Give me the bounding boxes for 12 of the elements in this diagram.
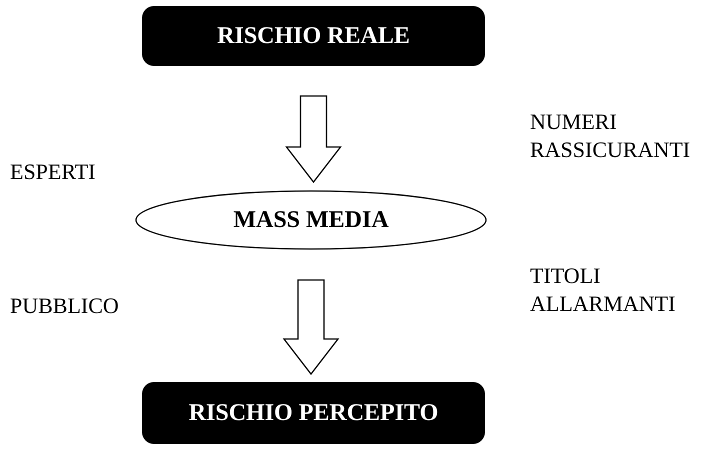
side-label: PUBBLICO (10, 292, 120, 320)
hollow-arrow (285, 95, 342, 184)
node-label: RISCHIO PERCEPITO (188, 399, 438, 428)
side-label: ESPERTI (10, 158, 96, 186)
node-label: MASS MEDIA (233, 206, 389, 235)
hollow-arrow (282, 279, 340, 376)
title-box (142, 6, 485, 66)
side-label: NUMERI RASSICURANTI (530, 108, 692, 164)
title-box (142, 382, 485, 444)
ellipse-node (135, 190, 487, 250)
node-label: RISCHIO REALE (217, 22, 410, 51)
side-label: TITOLI ALLARMANTI (530, 262, 676, 318)
